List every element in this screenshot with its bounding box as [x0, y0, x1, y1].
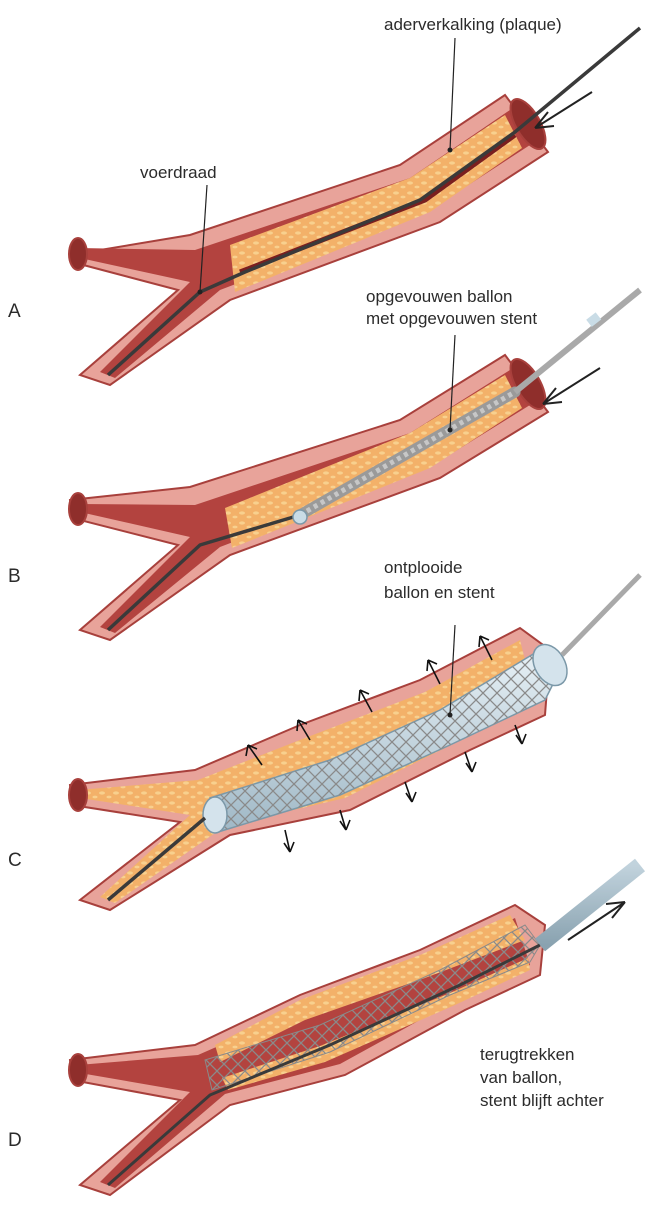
withdraw-label-line3: stent blijft achter [480, 1091, 604, 1110]
withdraw-label-line2: van ballon, [480, 1068, 562, 1087]
catheter [515, 290, 640, 392]
plaque-label: aderverkalking (plaque) [384, 15, 562, 34]
balloon-label-line1: opgevouwen ballon [366, 287, 513, 306]
panel-a: aderverkalking (plaque) voerdraad A [8, 15, 640, 385]
withdraw-label-line1: terugtrekken [480, 1045, 575, 1064]
panel-d: terugtrekken van ballon, stent blijft ac… [8, 865, 640, 1195]
step-label-b: B [8, 566, 21, 587]
guidewire-label: voerdraad [140, 163, 217, 182]
panel-b: opgevouwen ballon met opgevouwen stent B [8, 287, 640, 640]
vessel-a [69, 94, 552, 385]
deployed-stent [205, 925, 540, 1090]
catheter [562, 575, 640, 655]
step-label-d: D [8, 1130, 22, 1151]
expanded-label-line2: ballon en stent [384, 583, 495, 602]
step-label-a: A [8, 301, 21, 322]
balloon-label-line2: met opgevouwen stent [366, 309, 537, 328]
expanded-label-line1: ontplooide [384, 558, 462, 577]
step-label-c: C [8, 850, 22, 871]
insert-arrow [543, 368, 600, 404]
plaque [230, 115, 522, 292]
